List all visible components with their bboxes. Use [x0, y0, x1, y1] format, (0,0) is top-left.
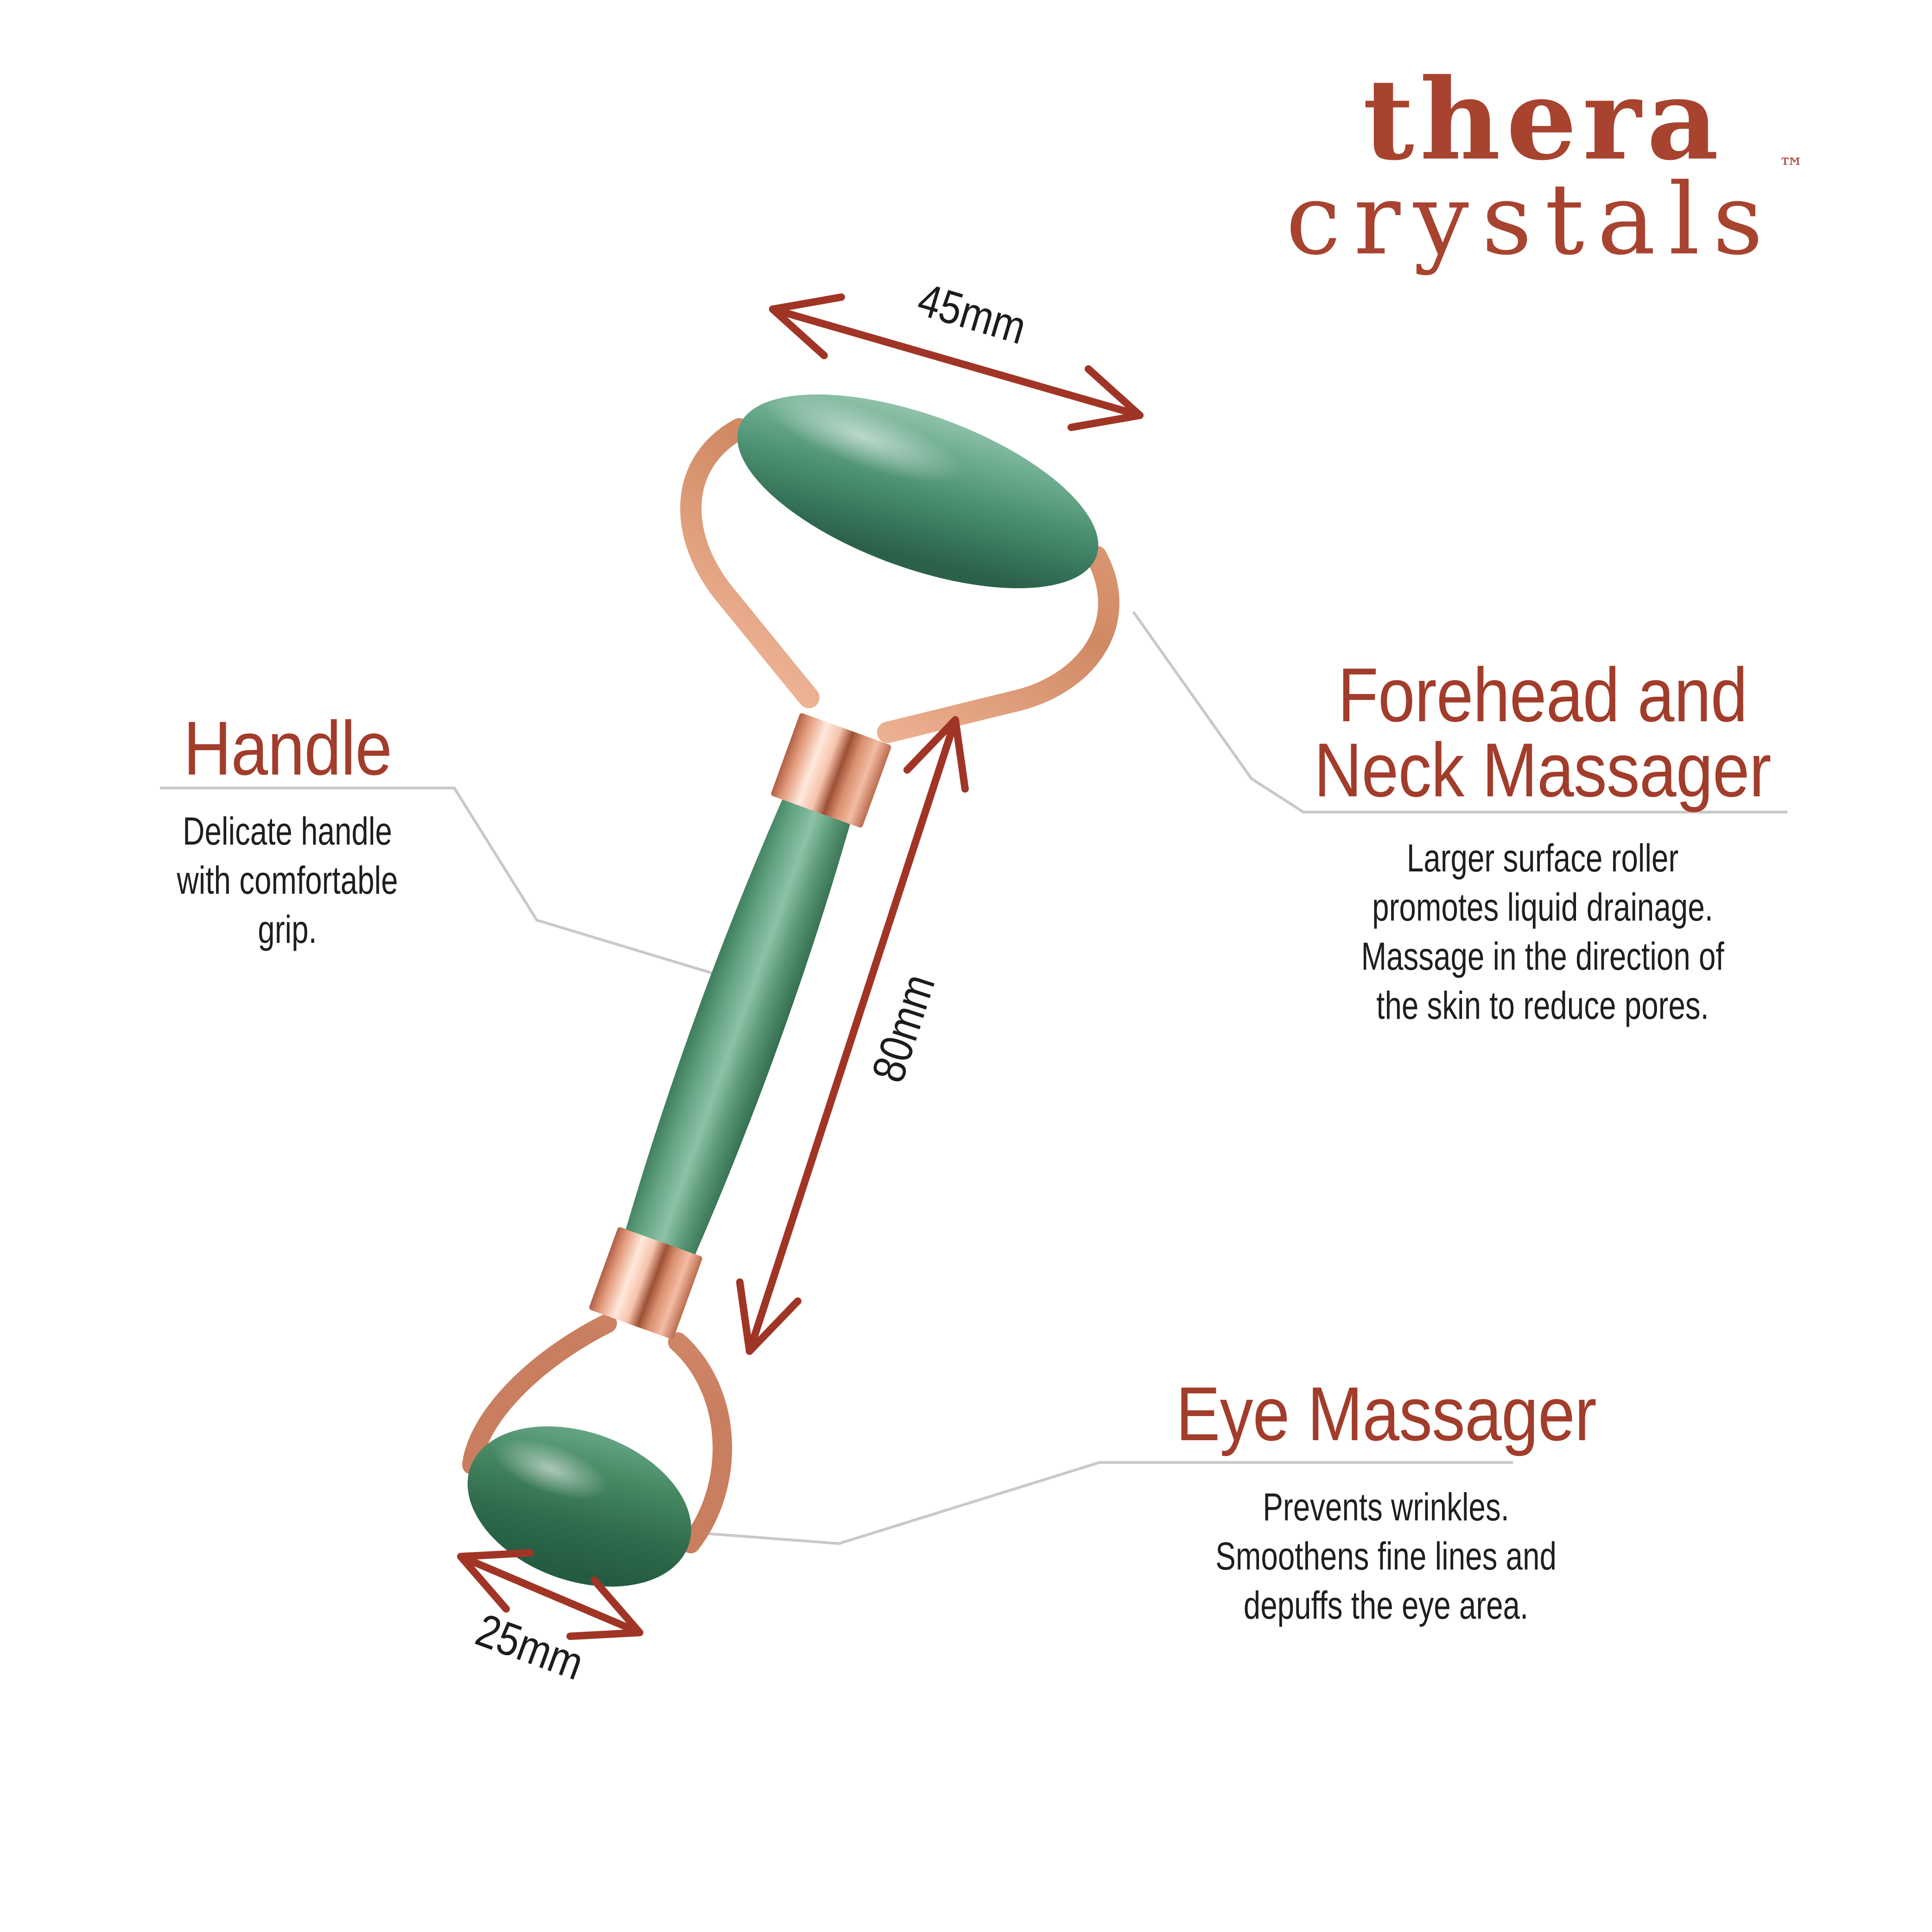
brand-logo-thera: thera [1363, 54, 1724, 185]
forehead-section-description: Larger surface roller promotes liquid dr… [1361, 836, 1724, 1027]
handle-section-description: Delicate handle with comfortable grip. [177, 809, 398, 951]
forehead-callout-line [1132, 611, 1787, 813]
eye-roller-stone [467, 1426, 692, 1587]
trademark-symbol: ™ [1779, 153, 1805, 182]
eye-section-title: Eye Massager [1176, 1371, 1596, 1456]
handle-section-title: Handle [183, 705, 392, 791]
jade-roller [462, 392, 1119, 1587]
handle-callout-line [160, 787, 721, 977]
eye-section-description: Prevents wrinkles. Smoothens fine lines … [1215, 1485, 1557, 1627]
top-roller-bracket [680, 418, 1119, 743]
eye-callout-line [686, 1461, 1513, 1545]
eye-roller-collar [589, 1227, 702, 1339]
forehead-section-title: Forehead and Neck Massager [1314, 652, 1772, 813]
arrow-80mm [736, 716, 969, 1355]
eye-roller-bracket [462, 1314, 732, 1553]
handle-stem [626, 799, 850, 1254]
top-roller-stone [737, 392, 1099, 589]
callout-lines [160, 611, 1787, 1545]
dimension-arrows [457, 293, 1144, 1640]
arrow-45mm [769, 293, 1144, 431]
top-roller-collar [771, 713, 891, 828]
arrow-25mm [457, 1549, 643, 1640]
